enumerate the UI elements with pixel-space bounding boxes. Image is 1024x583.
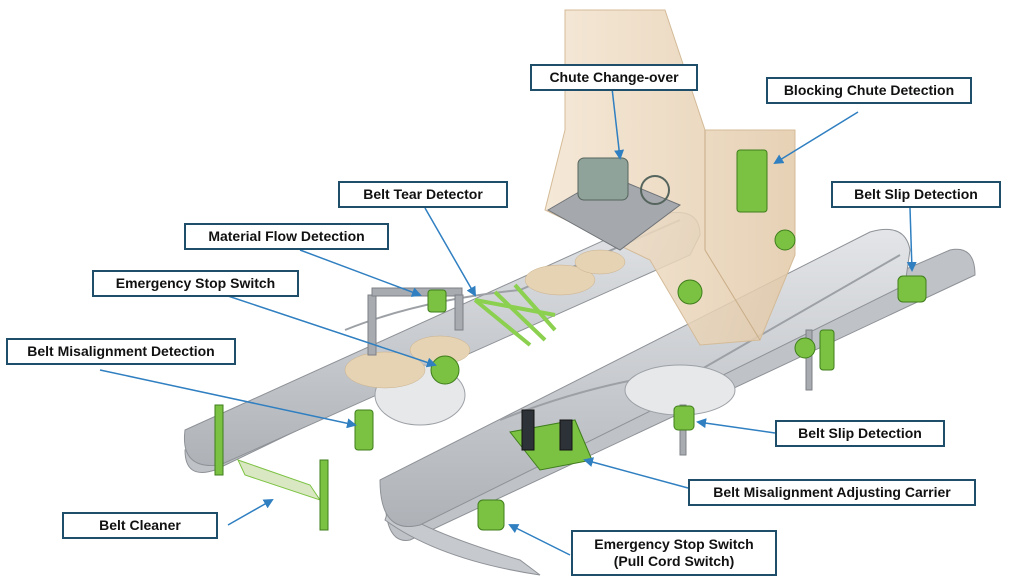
pull-cord-line2: (Pull Cord Switch) bbox=[613, 553, 735, 569]
belt-cleaner-frame bbox=[214, 404, 224, 476]
changeover-handwheel bbox=[640, 175, 670, 205]
label-blocking-chute-detection: Blocking Chute Detection bbox=[766, 77, 972, 104]
belt-tear-detector bbox=[473, 283, 557, 347]
label-material-flow-detection: Material Flow Detection bbox=[184, 223, 389, 250]
pull-cord-line1: Emergency Stop Switch bbox=[594, 536, 754, 552]
pointer-arrows bbox=[99, 87, 917, 556]
label-pull-cord-switch: Emergency Stop Switch (Pull Cord Switch) bbox=[571, 530, 777, 576]
belt-cleaner-blade bbox=[237, 459, 322, 501]
blocking-chute-sensor bbox=[736, 149, 768, 213]
label-emergency-stop-switch: Emergency Stop Switch bbox=[92, 270, 299, 297]
label-belt-misalignment-detection: Belt Misalignment Detection bbox=[6, 338, 236, 365]
label-belt-cleaner: Belt Cleaner bbox=[62, 512, 218, 539]
green-devices bbox=[354, 229, 927, 531]
label-belt-misalignment-carrier: Belt Misalignment Adjusting Carrier bbox=[688, 479, 976, 506]
label-belt-slip-detection-right: Belt Slip Detection bbox=[775, 420, 945, 447]
chute-edge bbox=[704, 130, 761, 341]
changeover-motor bbox=[577, 157, 629, 201]
label-belt-tear-detector: Belt Tear Detector bbox=[338, 181, 508, 208]
misalignment-carrier bbox=[509, 409, 593, 471]
label-chute-changeover: Chute Change-over bbox=[530, 64, 698, 91]
belt-cleaner-post bbox=[319, 459, 329, 531]
material-pile bbox=[344, 249, 626, 389]
label-belt-slip-detection-top: Belt Slip Detection bbox=[831, 181, 1001, 208]
